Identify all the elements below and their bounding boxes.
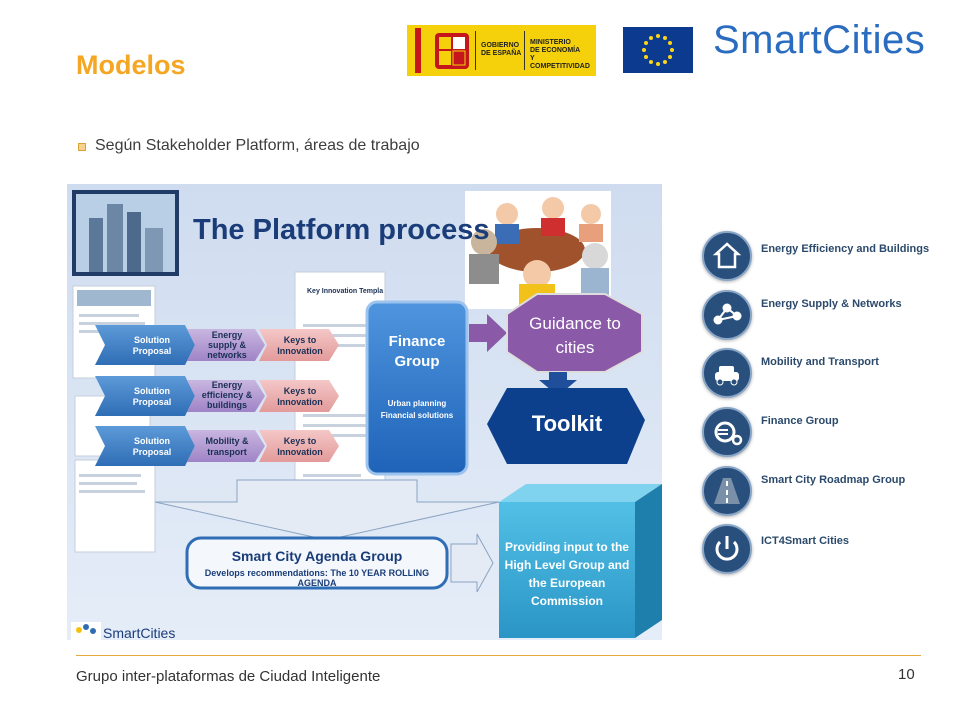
eu-stars-icon bbox=[642, 34, 674, 66]
finance-group-box bbox=[365, 300, 469, 476]
eu-flag-logo bbox=[623, 27, 693, 73]
bullet-text: Según Stakeholder Platform, áreas de tra… bbox=[95, 137, 420, 154]
row3-proposal: Solution Proposal bbox=[132, 436, 172, 457]
area-label: ICT4Smart Cities bbox=[761, 535, 850, 547]
row2-area: Energy efficiency & buildings bbox=[201, 380, 253, 410]
guidance-label: Guidance to cities bbox=[529, 314, 621, 357]
area-item-energy-supply: Energy Supply & Networks bbox=[700, 290, 940, 340]
row1-keys: Keys to Innovation bbox=[277, 335, 323, 356]
input-box-text: Providing input to the High Level Group … bbox=[504, 540, 630, 608]
city-skyline-photo bbox=[72, 190, 179, 276]
agenda-subtitle: Develops recommendations: The 10 YEAR RO… bbox=[204, 568, 430, 588]
area-item-ict: ICT4Smart Cities bbox=[700, 524, 940, 574]
power-icon bbox=[702, 524, 752, 574]
row2-proposal: Solution Proposal bbox=[132, 386, 172, 407]
input-cube bbox=[499, 484, 662, 638]
toolkit-label: Toolkit bbox=[531, 411, 603, 436]
house-icon bbox=[702, 231, 752, 281]
bullet-marker-icon bbox=[78, 143, 86, 151]
figure-footer-brand: SmartCities bbox=[103, 625, 176, 640]
area-item-mobility: Mobility and Transport bbox=[700, 348, 940, 398]
doc-title: Key Innovation Templa bbox=[307, 288, 384, 295]
meeting-people-illustration bbox=[465, 191, 611, 309]
row3-area: Mobility & transport bbox=[205, 436, 249, 457]
gobierno-espana-logo: GOBIERNO DE ESPAÑA MINISTERIO DE ECONOMÍ… bbox=[407, 25, 596, 76]
agenda-group-box bbox=[185, 536, 449, 590]
toolkit-octagon bbox=[487, 388, 645, 464]
area-label: Energy Efficiency and Buildings bbox=[761, 243, 930, 255]
row3-keys: Keys to Innovation bbox=[277, 436, 323, 457]
finance-title: Finance Group bbox=[388, 333, 446, 370]
row1-proposal: Solution Proposal bbox=[132, 335, 172, 356]
footer-text: Grupo inter-plataformas de Ciudad Inteli… bbox=[76, 668, 381, 685]
area-label: Smart City Roadmap Group bbox=[761, 474, 906, 486]
agenda-title: Smart City Agenda Group bbox=[231, 548, 403, 564]
platform-process-figure: The Platform process Solution Proposal E… bbox=[67, 184, 662, 640]
ministerio-line3: Y COMPETITIVIDAD bbox=[530, 55, 590, 70]
area-label: Energy Supply & Networks bbox=[761, 298, 902, 310]
ministerio-line1: MINISTERIO bbox=[530, 39, 571, 46]
slide-title: Modelos bbox=[76, 50, 186, 80]
page-number: 10 bbox=[898, 666, 915, 683]
euro-gear-icon bbox=[702, 407, 752, 457]
row2-keys: Keys to Innovation bbox=[277, 386, 323, 407]
coat-of-arms-icon bbox=[435, 33, 469, 69]
figure-heading: The Platform process bbox=[193, 214, 490, 246]
area-label: Finance Group bbox=[761, 415, 839, 427]
network-icon bbox=[702, 290, 752, 340]
road-icon bbox=[702, 466, 752, 516]
car-icon bbox=[702, 348, 752, 398]
area-label: Mobility and Transport bbox=[761, 356, 879, 368]
ministerio-line2: DE ECONOMÍA bbox=[530, 47, 581, 54]
footer-divider bbox=[76, 655, 921, 656]
row1-area: Energy supply & networks bbox=[207, 330, 247, 360]
smartcities-logo: SmartCities bbox=[713, 18, 926, 62]
gobierno-line1: GOBIERNO bbox=[481, 42, 520, 49]
area-item-roadmap: Smart City Roadmap Group bbox=[700, 466, 940, 516]
gobierno-line2: DE ESPAÑA bbox=[481, 50, 522, 57]
smartcities-figure-logo bbox=[71, 622, 101, 640]
finance-subtitle: Urban planning Financial solutions bbox=[380, 399, 454, 420]
area-item-finance: Finance Group bbox=[700, 407, 940, 457]
area-item-energy-efficiency: Energy Efficiency and Buildings bbox=[700, 231, 940, 281]
guidance-octagon bbox=[506, 293, 643, 373]
